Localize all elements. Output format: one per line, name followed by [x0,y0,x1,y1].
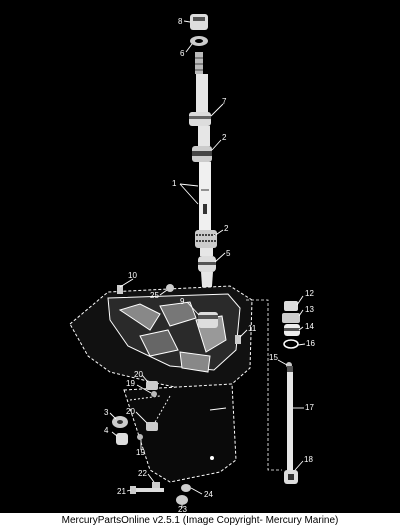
callout-1: 1 [172,179,177,188]
part-8-cap [190,14,208,30]
driveshaft-assembly [189,14,217,300]
callout-3: 3 [104,408,109,417]
copyright-footer: MercuryPartsOnline v2.5.1 (Image Copyrig… [0,513,400,529]
callout-20-lower: 20 [126,407,135,416]
spline-top [195,52,203,74]
part-24-washer [181,484,191,492]
callout-17: 17 [305,403,314,412]
callout-2-upper: 2 [222,133,227,142]
part-25-screw [166,284,174,292]
callout-5: 5 [226,249,231,258]
callout-8: 8 [178,17,183,26]
callout-12: 12 [305,289,314,298]
part-2-bearing-lower [195,230,217,248]
gear-housing [69,285,253,483]
part-20-bolt-lower [146,422,158,431]
part-4-cap [116,433,128,445]
part-19-screw-lower [137,434,143,440]
callout-6: 6 [180,49,185,58]
callout-25: 25 [150,291,159,300]
part-6-washer [190,36,208,46]
callout-4: 4 [104,426,109,435]
part-18-coupler [284,470,298,484]
part-17-shift-shaft [287,366,293,470]
footer-text: MercuryPartsOnline v2.5.1 (Image Copyrig… [61,515,339,526]
callout-labels: 8 6 7 2 1 2 5 10 25 9 11 12 13 14 16 15 … [104,17,315,514]
callout-20-upper: 20 [134,370,143,379]
callout-10: 10 [128,271,137,280]
callout-24: 24 [204,490,213,499]
part-16-oring [283,339,299,349]
part-7-sleeve [189,112,211,126]
callout-21: 21 [117,487,126,496]
callout-22: 22 [138,469,147,478]
part-22-pin [152,482,160,488]
part-21-bolt [130,486,164,494]
callout-19-lower: 19 [136,448,145,457]
part-23-nut [176,495,188,505]
part-19-screw-upper [151,391,157,397]
callout-9: 9 [180,297,185,306]
part-9-bushing [198,312,218,328]
callout-2-lower: 2 [224,224,229,233]
part-1-driveshaft [199,162,211,230]
shift-shaft-assembly [246,299,300,484]
callout-16: 16 [306,339,315,348]
callout-14: 14 [305,322,314,331]
part-12-cap [284,301,298,311]
part-20-bolt-upper [146,381,158,390]
callout-19-upper: 19 [126,379,135,388]
callout-7: 7 [222,97,227,106]
callout-18: 18 [304,455,313,464]
callout-13: 13 [305,305,314,314]
part-2-bearing-upper [192,146,212,162]
callout-15: 15 [269,353,278,362]
part-13-bushing [282,313,300,323]
part-5-ring [198,256,216,272]
part-14-seal [284,324,300,336]
leader-lines [109,20,306,508]
callout-11: 11 [248,324,257,333]
part-10-pin [117,285,123,294]
part-11-pin [235,335,241,344]
callout-23: 23 [178,505,187,514]
shaft-upper [196,74,208,114]
